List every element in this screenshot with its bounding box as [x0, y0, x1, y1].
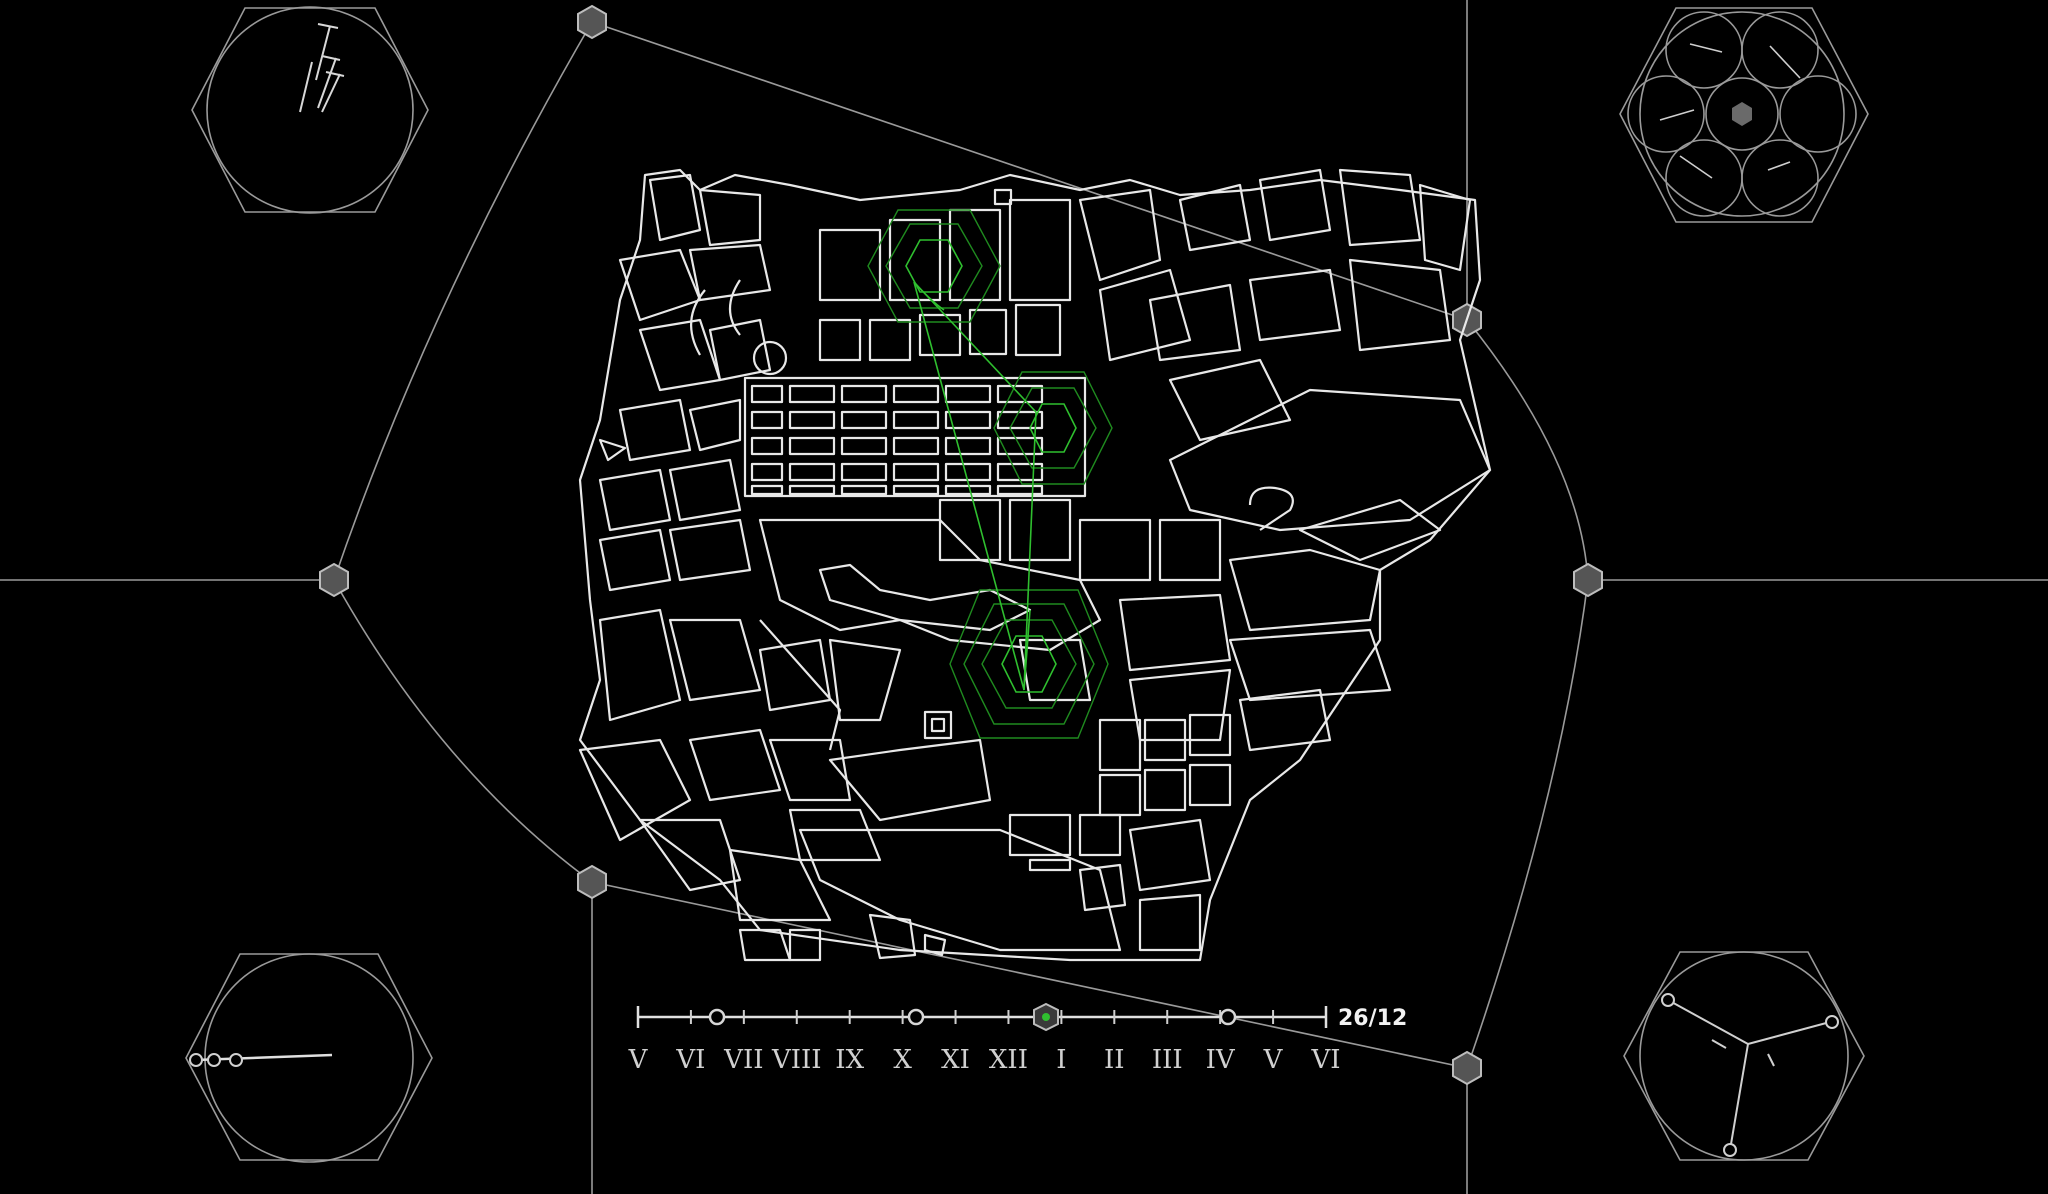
timeline-current-marker[interactable]	[1033, 1002, 1059, 1032]
timeline-ticks	[689, 1010, 1275, 1024]
month-label[interactable]: XII	[989, 1045, 1028, 1075]
hex-triad-icon[interactable]	[1623, 951, 1865, 1161]
hex-gauge-icon[interactable]	[185, 953, 433, 1163]
timeline-marker-2[interactable]	[907, 1008, 925, 1026]
month-label[interactable]: VIII	[771, 1045, 822, 1075]
month-label[interactable]: VII	[723, 1045, 763, 1075]
month-label[interactable]: X	[893, 1045, 912, 1075]
month-label[interactable]: II	[1104, 1045, 1125, 1075]
timeline-marker-3[interactable]	[1219, 1008, 1237, 1026]
route-overlay[interactable]	[867, 209, 1113, 739]
month-label[interactable]: V	[628, 1045, 649, 1075]
month-label[interactable]: IX	[835, 1045, 864, 1075]
hex-cluster-icon[interactable]	[1619, 7, 1869, 223]
node-top-left[interactable]	[577, 4, 607, 40]
hex-glyph-icon[interactable]	[191, 6, 429, 214]
month-label[interactable]: V	[1263, 1045, 1284, 1075]
node-right[interactable]	[1573, 562, 1603, 598]
node-bottom-left[interactable]	[577, 864, 607, 900]
month-label[interactable]: III	[1152, 1045, 1183, 1075]
timeline-date-label: 26/12	[1338, 1006, 1407, 1031]
month-label[interactable]: IV	[1206, 1045, 1236, 1075]
timeline-marker-1[interactable]	[708, 1008, 726, 1026]
month-label[interactable]: VI	[1310, 1045, 1340, 1075]
month-label[interactable]: I	[1056, 1045, 1066, 1075]
city-map[interactable]	[578, 168, 1492, 962]
month-label[interactable]: VI	[675, 1045, 705, 1075]
node-left[interactable]	[319, 562, 349, 598]
node-bottom-right[interactable]	[1452, 1050, 1482, 1086]
month-label[interactable]: XI	[941, 1045, 970, 1075]
